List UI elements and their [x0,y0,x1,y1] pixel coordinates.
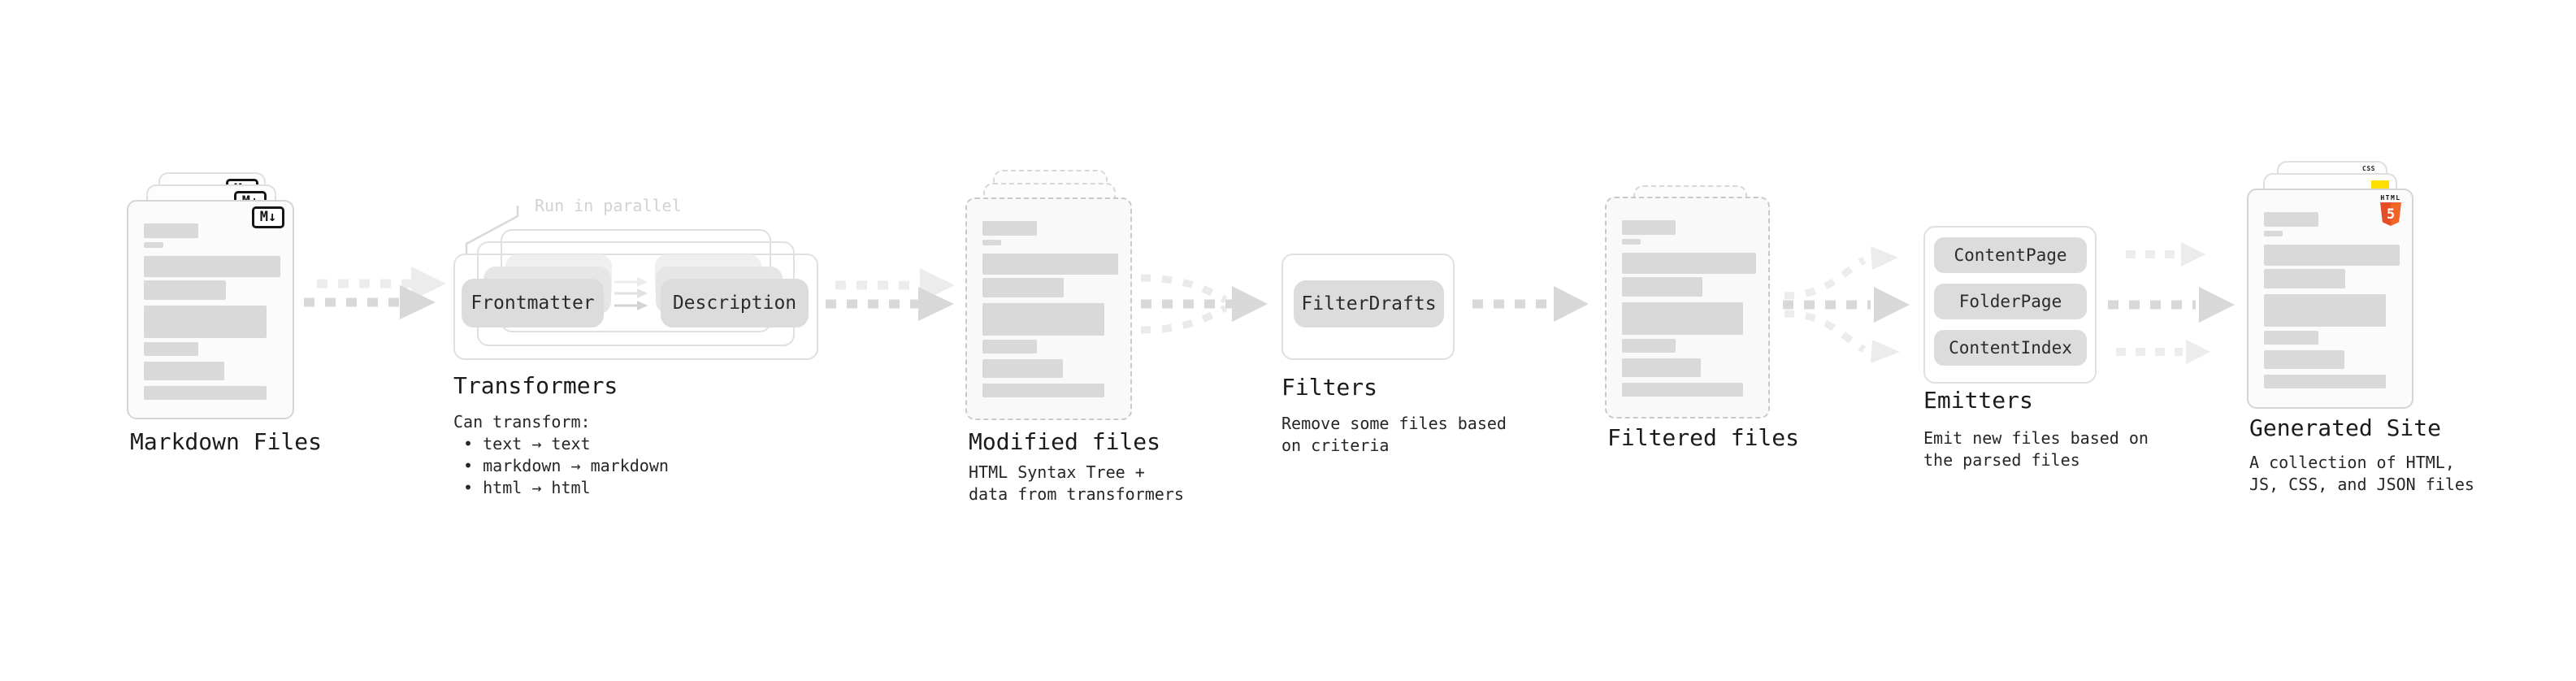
placeholder-bar [1622,383,1743,397]
placeholder-bar [2264,331,2318,345]
html5-icon: HTML 5 [2378,194,2404,226]
transformers-label: Transformers [453,372,618,399]
placeholder-bar [144,342,199,356]
arrow-filtered-to-emitters [1783,246,1910,363]
placeholder-bar [2264,294,2387,327]
placeholder-bar [1622,239,1641,245]
modified-doc-front [965,197,1132,420]
document-placeholder-lines [144,223,280,400]
placeholder-bar [144,280,226,300]
css-icon-text: CSS [2362,165,2375,172]
filtered-doc-front [1605,197,1770,419]
html5-icon-number: 5 [2386,206,2396,223]
placeholder-bar [2264,269,2346,288]
placeholder-bar [1622,253,1756,274]
placeholder-bar [144,306,267,338]
filterdrafts-pill: FilterDrafts [1294,280,1444,327]
arrow-modified-to-filters [1140,274,1268,334]
emitters-label: Emitters [1923,387,2033,414]
placeholder-bar [982,359,1063,378]
placeholder-bar [2264,375,2387,388]
contentpage-pill: ContentPage [1934,237,2087,273]
placeholder-bar [2264,245,2400,266]
placeholder-bar [2264,212,2318,227]
transformers-box-front [453,254,818,360]
run-in-parallel-note: Run in parallel [535,196,682,215]
placeholder-bar [144,256,280,277]
transformers-description: Can transform: • text → text • markdown … [453,412,669,497]
placeholder-bar [144,223,199,238]
transformer-step-arrows [614,277,648,310]
placeholder-bar [1622,277,1702,297]
placeholder-bar [2264,350,2344,369]
generated-site-description: A collection of HTML, JS, CSS, and JSON … [2249,453,2474,494]
placeholder-bar [982,340,1037,354]
filters-label: Filters [1281,374,1378,401]
placeholder-bar [144,362,225,380]
run-in-parallel-connector [465,206,519,254]
markdown-files-label: Markdown Files [130,428,323,455]
arrow-emitters-to-generated [2108,242,2235,364]
folderpage-pill: FolderPage [1934,284,2087,319]
filtered-files-label: Filtered files [1607,424,1800,451]
markdown-icon: M↓ [252,206,284,228]
emitters-description: Emit new files based on the parsed files [1923,428,2149,470]
js-file-icon [2371,180,2389,191]
document-placeholder-lines [1622,220,1756,397]
arrow-markdown-to-transformers [304,267,446,319]
generated-site-label: Generated Site [2249,414,2442,441]
document-placeholder-lines [982,221,1118,397]
arrow-filters-to-filtered [1472,286,1589,322]
placeholder-bar [1622,220,1676,235]
generated-doc-html: HTML 5 [2247,189,2413,409]
frontmatter-pill: Frontmatter [462,279,604,327]
placeholder-bar [144,386,267,400]
placeholder-bar [144,242,163,248]
placeholder-bar [1622,302,1743,335]
placeholder-bar [982,278,1065,297]
document-placeholder-lines [2264,212,2400,388]
placeholder-bar [1622,339,1676,353]
placeholder-bar [982,240,1002,245]
placeholder-bar [982,221,1037,236]
placeholder-bar [2264,231,2283,236]
placeholder-bar [1622,358,1702,377]
markdown-doc-front: M↓ [127,200,294,419]
placeholder-bar [982,384,1105,397]
modified-files-label: Modified files [969,428,1161,455]
arrow-transformers-to-modified [826,268,955,321]
modified-files-description: HTML Syntax Tree + data from transformer… [969,462,1184,504]
placeholder-bar [982,254,1118,275]
placeholder-bar [982,303,1105,336]
filters-description: Remove some files based on criteria [1281,414,1507,455]
html5-icon-word: HTML [2380,194,2401,202]
html5-icon-shield: 5 [2380,202,2401,226]
contentindex-pill: ContentIndex [1934,330,2087,366]
description-pill: Description [661,279,809,327]
